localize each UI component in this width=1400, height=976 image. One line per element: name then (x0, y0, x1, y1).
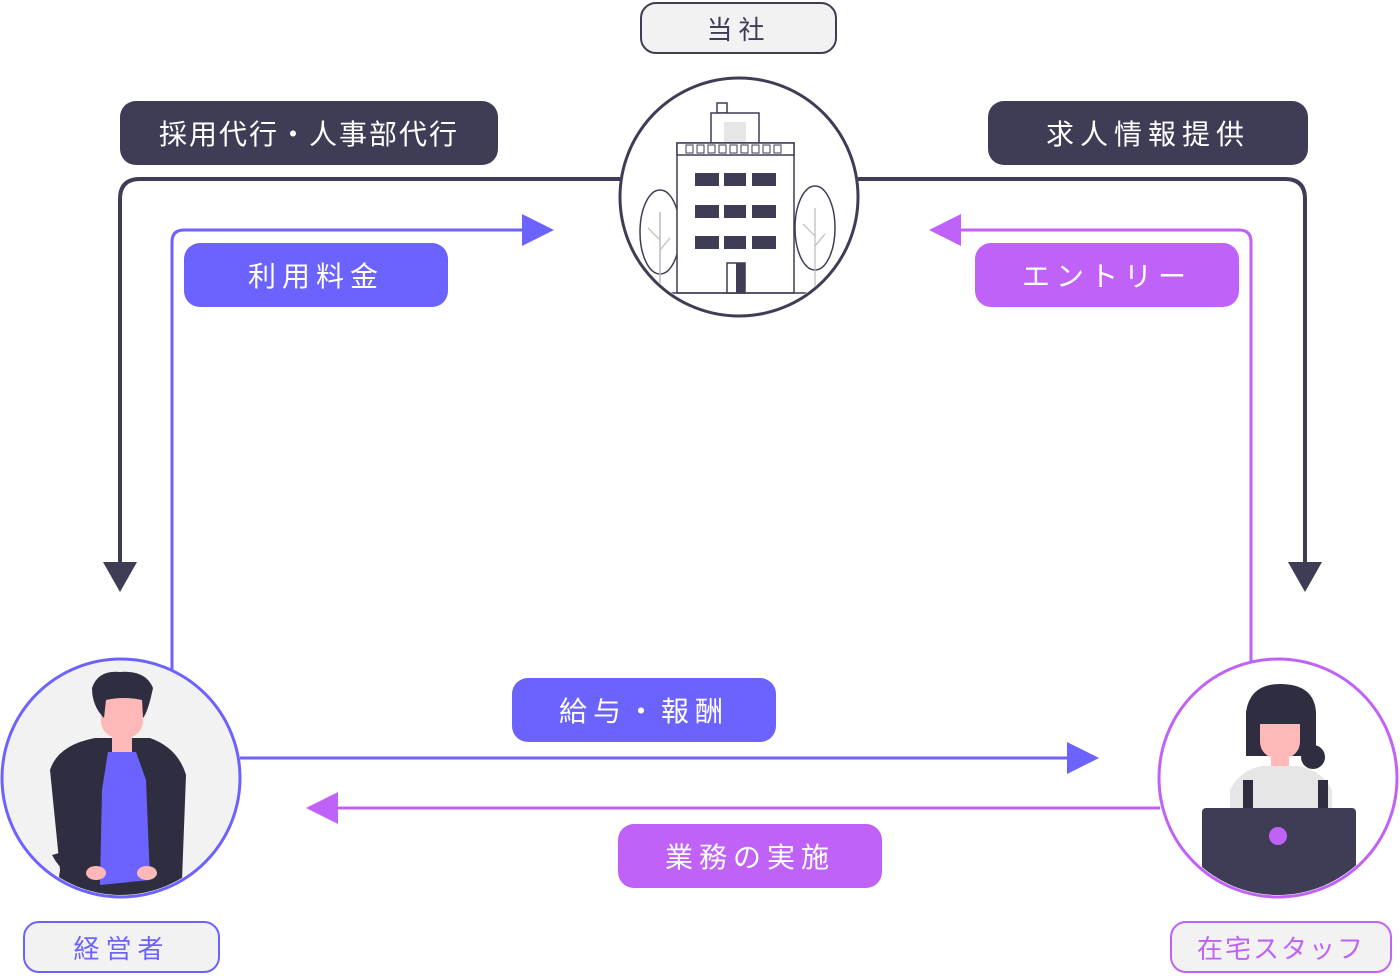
arrow-salary (1067, 742, 1099, 774)
connector-job-info (858, 177, 1307, 565)
connector-entry (958, 228, 1253, 662)
staff-node (1157, 657, 1399, 899)
connector-fee (170, 228, 525, 670)
arrow-job-info (1288, 562, 1322, 592)
entry-label: エントリー (975, 243, 1239, 307)
owner-label: 経営者 (23, 921, 220, 973)
arrow-recruit (103, 562, 137, 592)
fee-label: 利用料金 (184, 243, 448, 307)
recruit-label: 採用代行・人事部代行 (120, 101, 498, 165)
arrow-fee (522, 214, 554, 246)
connector-recruit (118, 177, 620, 565)
salary-label: 給与・報酬 (512, 678, 776, 742)
staff-label: 在宅スタッフ (1170, 921, 1392, 973)
work-label: 業務の実施 (618, 824, 882, 888)
job-info-label: 求人情報提供 (988, 101, 1308, 165)
woman-avatar-icon (1202, 684, 1356, 895)
company-node (618, 76, 860, 318)
arrow-entry (929, 214, 961, 246)
arrow-work (306, 792, 338, 824)
building-icon (639, 102, 840, 294)
owner-node (0, 657, 242, 899)
company-label: 当社 (640, 2, 837, 54)
man-avatar-icon (50, 671, 186, 895)
